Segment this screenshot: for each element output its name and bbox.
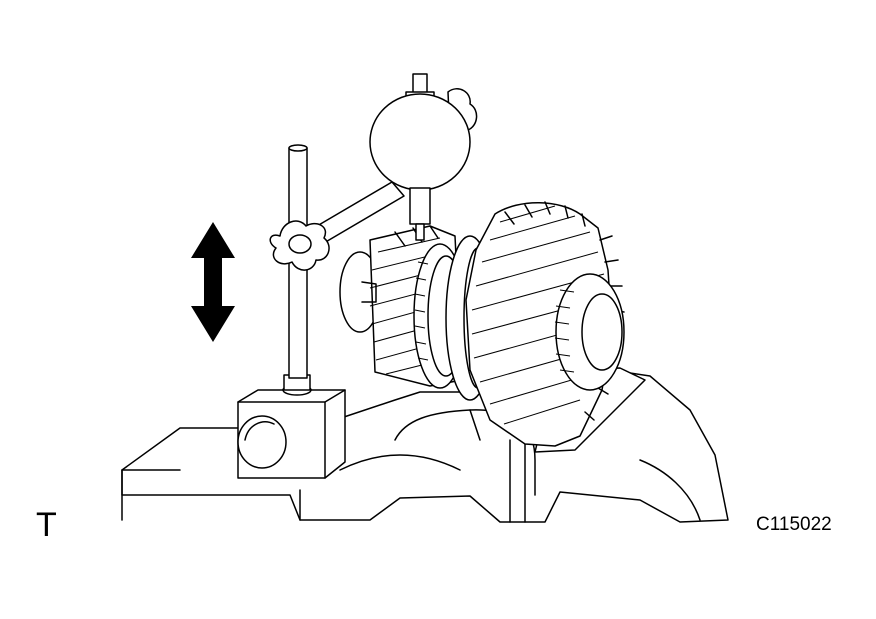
clamp-knob bbox=[269, 220, 330, 271]
side-mark-label: T bbox=[36, 506, 57, 544]
dial-face bbox=[369, 93, 471, 191]
transaxle-case bbox=[121, 369, 729, 523]
base-knob bbox=[237, 415, 287, 469]
figure-code-label: C115022 bbox=[756, 514, 832, 535]
magnetic-base bbox=[237, 374, 346, 479]
indicator-probe bbox=[415, 223, 425, 241]
spline-hub bbox=[554, 273, 625, 391]
dial-indicator bbox=[369, 73, 478, 241]
indicator-stem bbox=[409, 187, 431, 225]
up-down-arrow bbox=[191, 222, 235, 342]
